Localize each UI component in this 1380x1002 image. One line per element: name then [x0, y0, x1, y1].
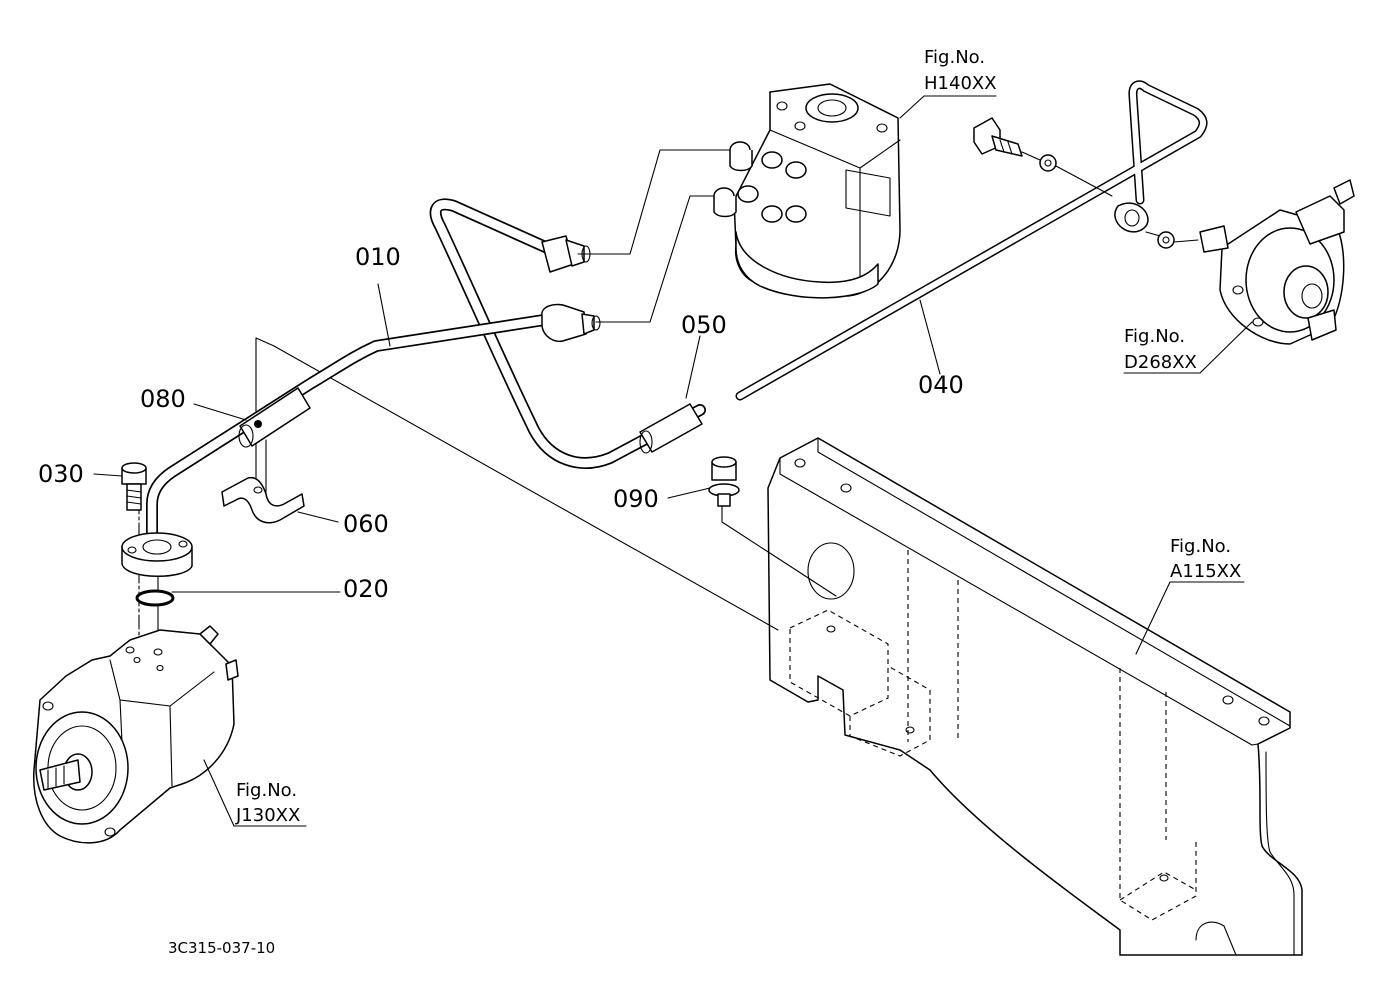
- fig-j130-code: J130XX: [235, 805, 300, 826]
- part-number-labels: 010 050 040 080 030 060 090 020: [38, 243, 964, 603]
- d268-component: [1199, 179, 1355, 345]
- bolt-090: [708, 456, 740, 507]
- frame-bracket: [767, 437, 1303, 956]
- label-040: 040: [918, 371, 964, 399]
- label-020: 020: [343, 575, 389, 603]
- guide-lines: [138, 337, 837, 701]
- fig-h140-label: Fig.No.: [924, 47, 985, 68]
- leader-lines: [93, 95, 1253, 827]
- hydraulic-pump: [33, 625, 239, 844]
- fig-h140-code: H140XX: [924, 73, 997, 94]
- banjo-bolt: [973, 117, 1199, 249]
- fig-a115-label: Fig.No.: [1170, 536, 1231, 557]
- label-030: 030: [38, 460, 84, 488]
- fig-d268-code: D268XX: [1124, 352, 1197, 373]
- steering-unit: [713, 83, 901, 299]
- figure-references: Fig.No. H140XX Fig.No. D268XX Fig.No. A1…: [235, 47, 1241, 826]
- fig-j130-label: Fig.No.: [236, 780, 297, 801]
- diagram-code: 3C315-037-10: [168, 939, 275, 957]
- label-010: 010: [355, 243, 401, 271]
- label-080: 080: [140, 385, 186, 413]
- label-090: 090: [613, 485, 659, 513]
- label-060: 060: [343, 510, 389, 538]
- fig-d268-label: Fig.No.: [1124, 326, 1185, 347]
- clamp-060: [221, 476, 305, 524]
- flange-and-oring: [121, 532, 193, 607]
- pipe-010: [146, 303, 601, 546]
- bolt-030: [121, 462, 147, 511]
- pipe-040: [735, 80, 1208, 401]
- fig-a115-code: A115XX: [1170, 561, 1241, 582]
- label-050: 050: [681, 311, 727, 339]
- pipe-050: [429, 198, 706, 469]
